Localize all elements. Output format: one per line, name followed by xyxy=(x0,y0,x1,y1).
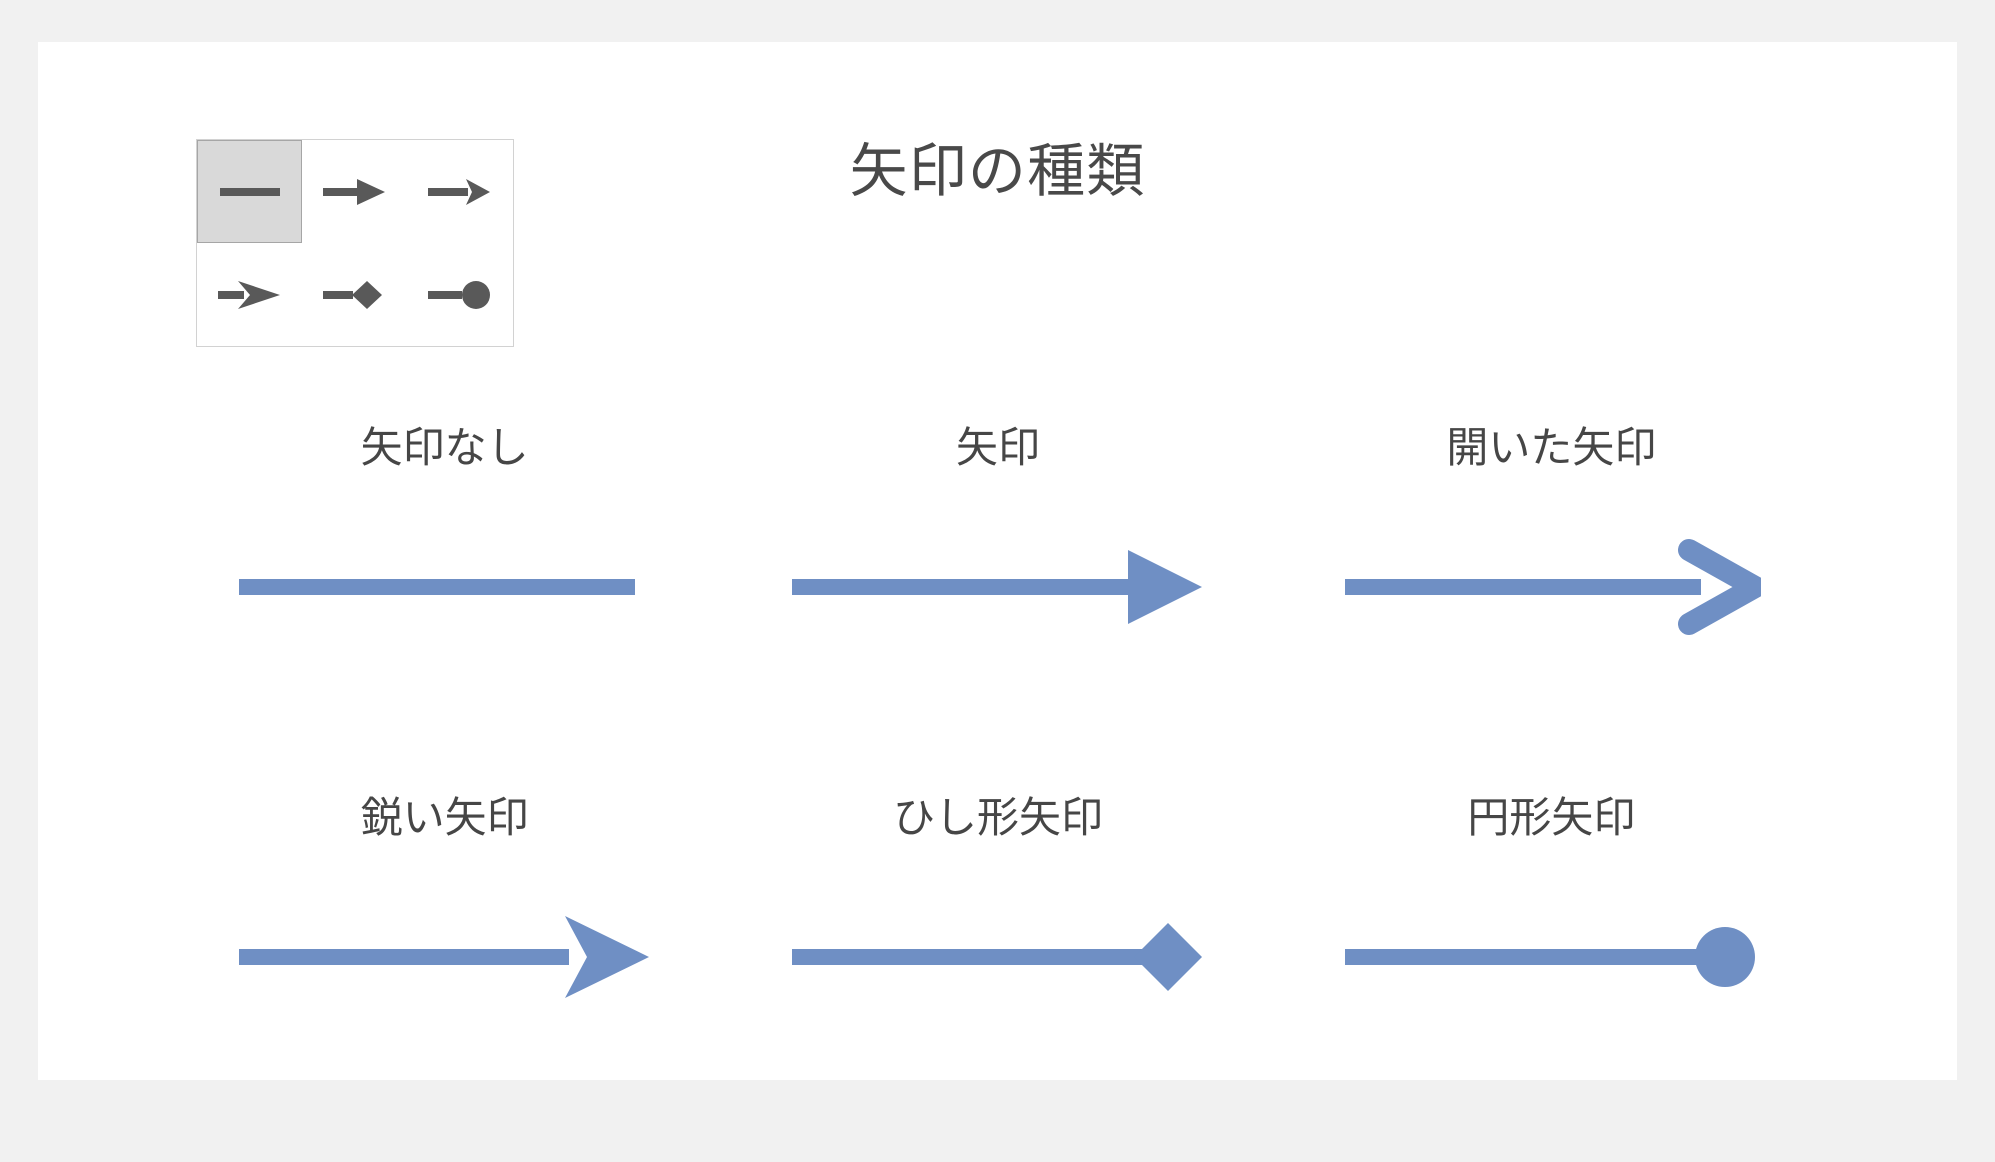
arrow-sample-label: 矢印 xyxy=(955,424,1040,471)
line-no-arrow-sample xyxy=(235,532,655,642)
arrow-oval-icon xyxy=(426,278,494,312)
page-title: 矢印の種類 xyxy=(849,139,1146,204)
arrow-style-option-stealth[interactable] xyxy=(197,243,302,346)
arrow-sample-diamond: ひし形矢印 xyxy=(721,792,1274,1162)
arrow-style-option-diamond[interactable] xyxy=(302,243,407,346)
arrow-sample-label: 矢印なし xyxy=(360,424,529,471)
arrow-sample-none: 矢印なし xyxy=(168,422,721,792)
arrow-style-option-open[interactable] xyxy=(408,140,513,243)
arrow-style-option-arrow[interactable] xyxy=(302,140,407,243)
arrow-sample-label: 鋭い矢印 xyxy=(360,794,529,841)
arrow-sample-grid: 矢印なし 矢印 開いた矢印 xyxy=(168,422,1828,1162)
arrow-sample-open: 開いた矢印 xyxy=(1275,422,1828,792)
arrow-open-icon xyxy=(426,175,494,209)
arrow-sample-oval: 円形矢印 xyxy=(1275,792,1828,1162)
line-no-arrow-icon xyxy=(216,175,284,209)
arrow-triangle-sample xyxy=(788,532,1208,642)
arrow-style-option-none[interactable] xyxy=(197,140,303,243)
arrow-open-sample xyxy=(1341,532,1762,642)
arrow-diamond-sample xyxy=(788,902,1208,1012)
arrow-diamond-icon xyxy=(321,278,389,312)
arrow-style-option-oval[interactable] xyxy=(408,243,513,346)
arrow-sample-label: 円形矢印 xyxy=(1467,794,1636,841)
arrow-oval-sample xyxy=(1341,902,1761,1012)
arrow-sample-stealth: 鋭い矢印 xyxy=(168,792,721,1162)
arrow-triangle-icon xyxy=(321,175,389,209)
arrow-sample-arrow: 矢印 xyxy=(721,422,1274,792)
arrow-stealth-sample xyxy=(235,902,655,1012)
arrow-stealth-icon xyxy=(216,278,284,312)
slide-canvas: 矢印の種類 矢印なし 矢印 開いた矢印 xyxy=(38,42,1957,1080)
arrow-sample-label: 開いた矢印 xyxy=(1446,424,1657,471)
arrow-sample-label: ひし形矢印 xyxy=(892,794,1103,841)
arrow-style-picker[interactable] xyxy=(196,139,514,347)
